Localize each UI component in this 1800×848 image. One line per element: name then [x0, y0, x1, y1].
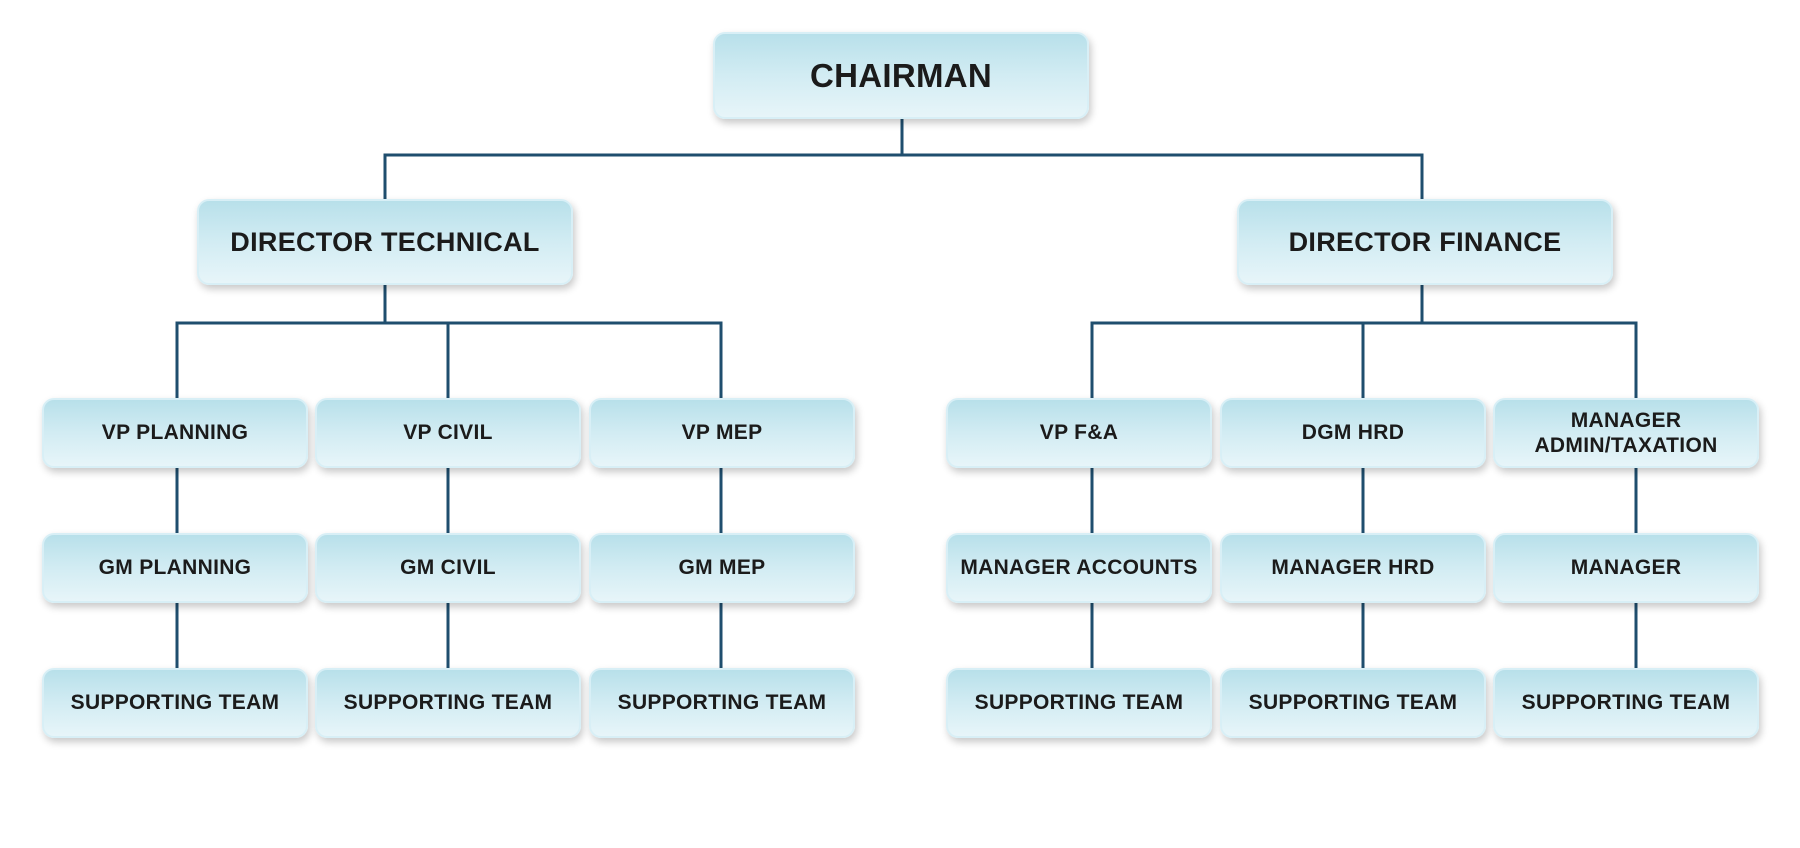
director-finance-box: DIRECTOR FINANCE — [1237, 199, 1613, 285]
supporting-team-box: SUPPORTING TEAM — [42, 668, 308, 738]
manager-accounts-box: MANAGER ACCOUNTS — [946, 533, 1212, 603]
director-technical-box: DIRECTOR TECHNICAL — [197, 199, 573, 285]
manager-admin-taxation-box: MANAGER ADMIN/TAXATION — [1493, 398, 1759, 468]
vp-fa-box: VP F&A — [946, 398, 1212, 468]
manager-box: MANAGER — [1493, 533, 1759, 603]
gm-planning-box: GM PLANNING — [42, 533, 308, 603]
supporting-team-box: SUPPORTING TEAM — [946, 668, 1212, 738]
supporting-team-box: SUPPORTING TEAM — [589, 668, 855, 738]
gm-mep-box: GM MEP — [589, 533, 855, 603]
supporting-team-box: SUPPORTING TEAM — [315, 668, 581, 738]
manager-hrd-box: MANAGER HRD — [1220, 533, 1486, 603]
gm-civil-box: GM CIVIL — [315, 533, 581, 603]
dgm-hrd-box: DGM HRD — [1220, 398, 1486, 468]
supporting-team-box: SUPPORTING TEAM — [1220, 668, 1486, 738]
supporting-team-box: SUPPORTING TEAM — [1493, 668, 1759, 738]
vp-planning-box: VP PLANNING — [42, 398, 308, 468]
vp-civil-box: VP CIVIL — [315, 398, 581, 468]
chairman-box: CHAIRMAN — [713, 32, 1089, 119]
vp-mep-box: VP MEP — [589, 398, 855, 468]
